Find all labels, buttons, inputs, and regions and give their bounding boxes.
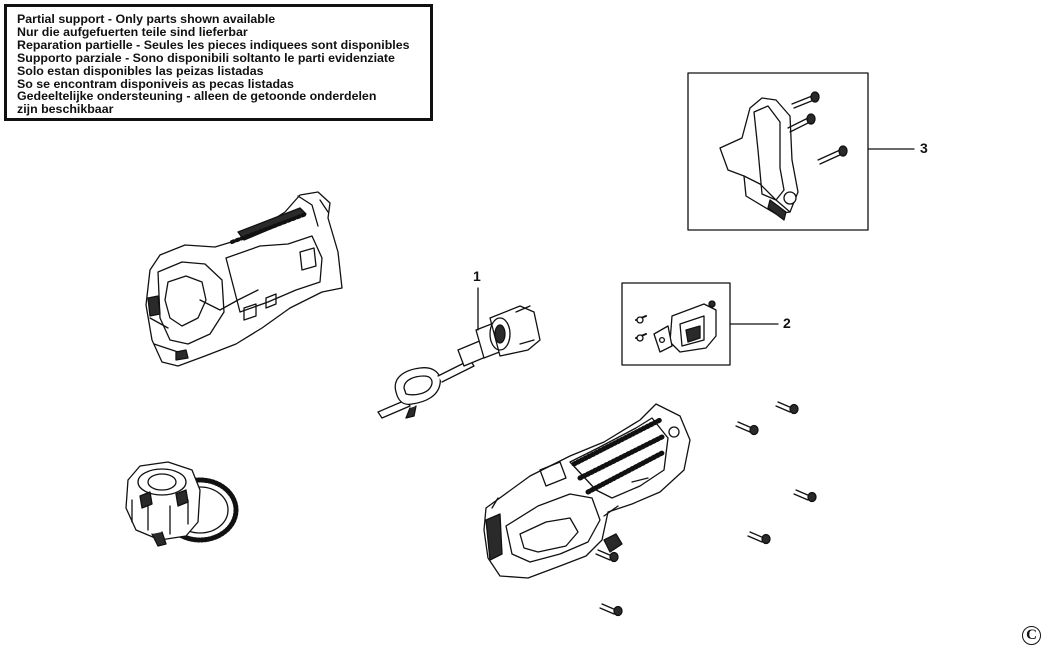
notice-line-it: Supporto parziale - Sono disponibili sol… [17, 50, 395, 65]
gear-assembly [125, 461, 239, 547]
notice-line-en: Partial support - Only parts shown avail… [17, 12, 276, 26]
copyright-symbol: C [1022, 626, 1041, 645]
partial-support-notice: Partial support - Only parts shown avail… [4, 4, 433, 121]
callout-part-2: 2 [783, 315, 791, 331]
part-3-group [687, 72, 869, 231]
notice-line-es: Solo estan disponibles las peizas listad… [17, 63, 264, 78]
notice-line-nl-cont: zijn beschikbaar [17, 102, 114, 117]
plunger-assembly-part-1 [377, 305, 541, 419]
housing-main-body [483, 403, 691, 579]
housing-half-top-left [145, 191, 343, 367]
notice-line-fr: Reparation partielle - Seules les pieces… [17, 37, 410, 52]
housing-screws [595, 401, 817, 617]
callout-part-1: 1 [473, 268, 481, 284]
notice-line-nl: Gedeeltelijke ondersteuning - alleen de … [17, 89, 377, 104]
notice-line-de: Nur die aufgefuerten teile sind lieferba… [17, 24, 248, 39]
notice-line-pt: So se encontram disponiveis as pecas lis… [17, 76, 294, 91]
part-2-group [621, 282, 731, 366]
callout-part-3: 3 [920, 140, 928, 156]
